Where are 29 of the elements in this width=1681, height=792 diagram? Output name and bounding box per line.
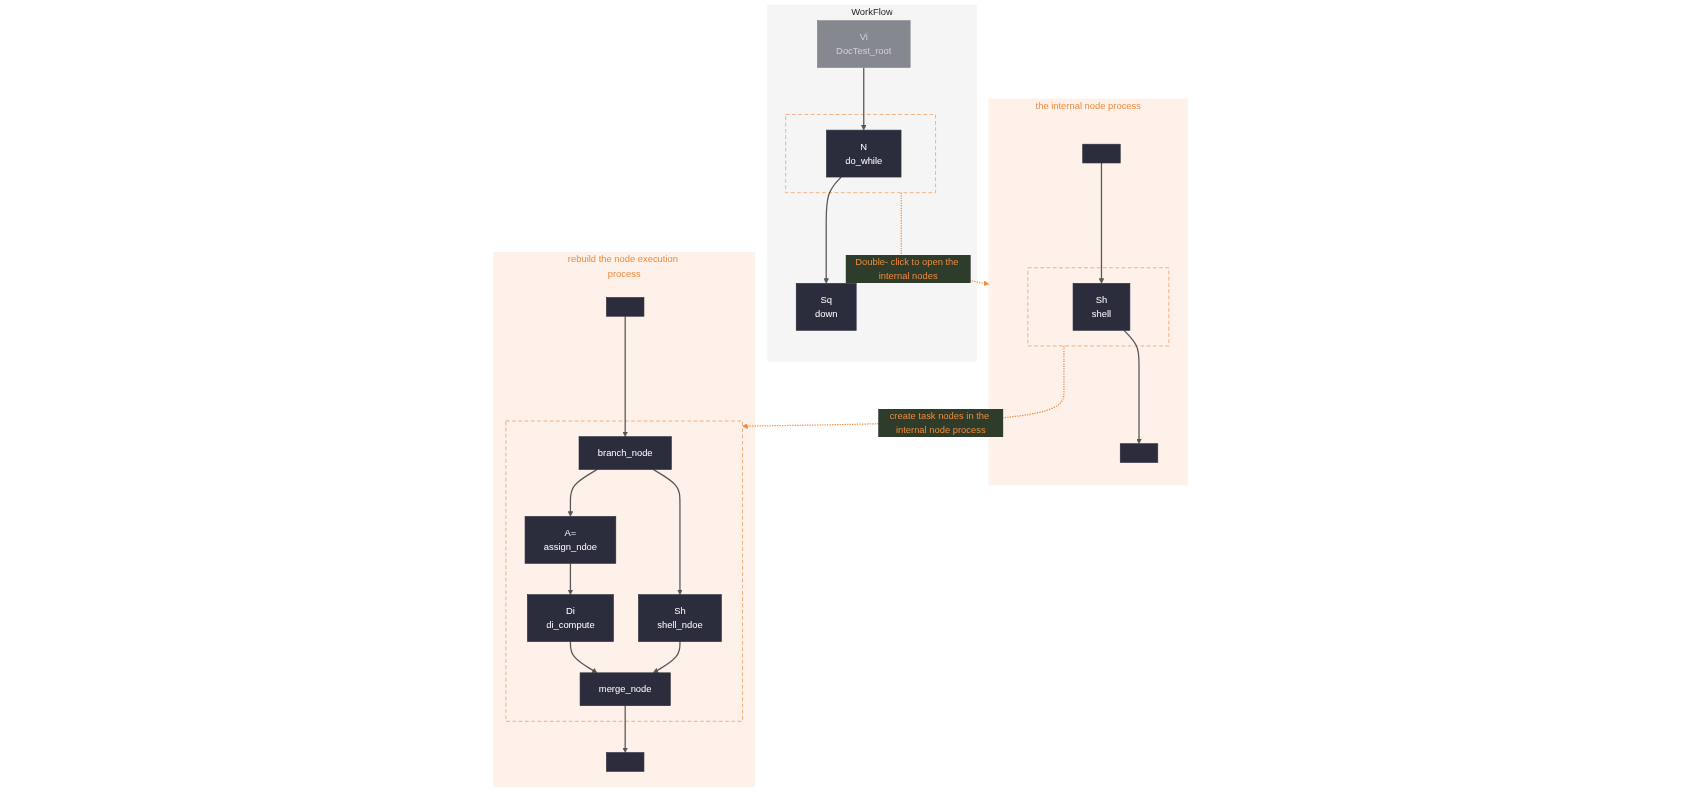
node-box — [606, 297, 645, 317]
node-box: Sq down — [795, 283, 857, 331]
node-box — [1119, 443, 1159, 463]
node-box: Vi DocTest_root — [817, 20, 911, 68]
arrow — [1098, 162, 1105, 284]
arrow — [861, 66, 867, 131]
arrow — [652, 468, 683, 595]
node-box: Sh shell_ndoe — [638, 594, 722, 642]
arrow — [622, 705, 628, 753]
edge-label: create task nodes in the internal node process — [889, 410, 990, 435]
cluster — [785, 114, 936, 193]
node-box: merge_node — [579, 672, 671, 706]
cluster — [1027, 267, 1170, 347]
node-box: A= assign_ndoe — [524, 516, 617, 564]
arrow — [622, 315, 628, 437]
node-box — [1082, 143, 1121, 164]
arrow — [653, 640, 681, 674]
node-box: Sh shell — [1072, 283, 1131, 331]
edge-label: Double- click to open the internal nodes — [855, 256, 959, 281]
arrow — [823, 176, 842, 284]
arrow — [1123, 329, 1142, 444]
node-box: N do_while — [826, 129, 902, 178]
node-box: branch_node — [578, 436, 672, 470]
node-box — [606, 752, 645, 772]
node-box: Di di_compute — [527, 594, 614, 642]
arrow — [567, 562, 574, 595]
arrow — [567, 468, 598, 517]
arrow — [569, 640, 598, 674]
cluster — [505, 420, 743, 722]
